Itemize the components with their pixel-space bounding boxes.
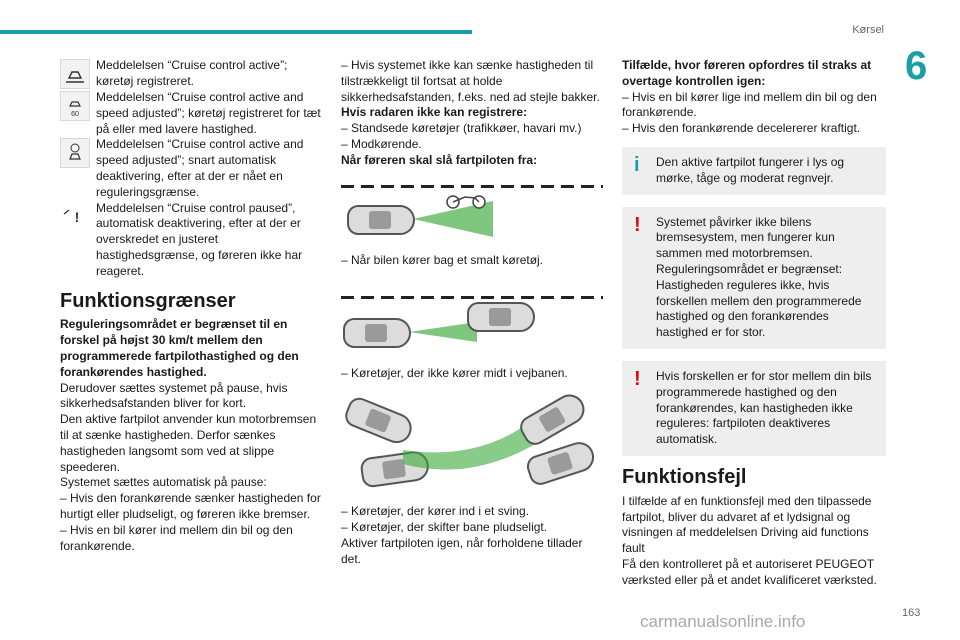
page-number: 163 [902, 607, 921, 619]
paragraph: – Hvis den forankørende decelererer kraf… [622, 121, 861, 136]
speed-adjusted-icon: 60 [60, 91, 90, 121]
radar-beam [413, 200, 493, 237]
vehicle-right-top-image [516, 389, 590, 450]
warning-icon: ! [634, 213, 641, 236]
message-speed-adjusted: 60 Meddelelsen “Cruise control active an… [60, 90, 322, 137]
header-accent-bar [0, 30, 472, 34]
illustration-narrow-vehicle [341, 181, 605, 243]
message-cruise-active: Meddelelsen “Cruise control active”; kør… [60, 58, 322, 90]
caption: – Køretøjer, der skifter bane pludseligt… [341, 519, 548, 534]
message-auto-deactivation-soon: Meddelelsen “Cruise control active and s… [60, 137, 322, 200]
paragraph: Derudover sættes systemet på pause, hvis… [60, 380, 288, 411]
bold-line: Når føreren skal slå fartpiloten fra: [341, 152, 538, 167]
svg-text:60: 60 [71, 111, 79, 118]
paragraph: – Hvis en bil kører ind mellem din bil o… [60, 522, 293, 553]
vehicle-ahead-image [467, 302, 535, 333]
paragraph: – Standsede køretøjer (trafikkøer, havar… [341, 121, 582, 136]
paused-warning-icon: ! [60, 201, 90, 232]
chapter-number: 6 [905, 44, 928, 88]
heading-funktionsfejl: Funktionsfejl [622, 465, 747, 488]
lane-marking [341, 184, 603, 188]
paragraph: – Hvis systemet ikke kan sænke hastighed… [341, 58, 600, 104]
paragraph: – Modkørende. [341, 136, 422, 151]
column-2: – Hvis systemet ikke kan sænke hastighed… [341, 58, 605, 567]
column-3: Tilfælde, hvor føreren opfordres til str… [622, 58, 886, 589]
paragraph: Den aktive fartpilot anvender kun motorb… [60, 412, 317, 474]
caption: – Køretøjer, der kører ind i et sving. [341, 504, 530, 519]
car-limit-icon [60, 138, 90, 169]
own-car-image [347, 204, 415, 235]
info-box: i Den aktive fartpilot fungerer i lys og… [622, 146, 886, 195]
heading-funktionsgraenser: Funktionsgrænser [60, 289, 236, 312]
caption: – Køretøjer, der ikke kører midt i vejba… [341, 366, 568, 381]
watermark: carmanualsonline.info [640, 612, 806, 631]
lane-marking [341, 296, 603, 300]
radar-beam [409, 322, 477, 343]
motorcycle-image [446, 194, 486, 209]
column-1: Meddelelsen “Cruise control active”; kør… [60, 58, 322, 554]
radar-beam-curve [403, 428, 539, 470]
caption: Aktiver fartpiloten igen, når forholdene… [341, 535, 583, 566]
illustration-off-center-vehicle [341, 292, 605, 356]
paragraph: I tilfælde af en funktionsfejl med den t… [622, 493, 872, 556]
paragraph: – Hvis den forankørende sænker hastighed… [60, 491, 321, 521]
svg-text:!: ! [75, 209, 80, 225]
warning-icon: ! [634, 367, 641, 390]
warning-box-brakes: ! Systemet påvirker ikke bilens bremsesy… [622, 206, 886, 349]
message-cruise-paused: ! Meddelelsen “Cruise control paused”, a… [60, 201, 322, 280]
bold-line: Tilfælde, hvor føreren opfordres til str… [622, 58, 872, 88]
illustration-curve-lane-change [341, 389, 605, 494]
car-ahead-icon [60, 59, 90, 89]
paragraph: – Hvis en bil kører lige ind mellem din … [622, 89, 877, 120]
info-icon: i [634, 153, 640, 176]
warning-box-speed-difference: ! Hvis forskellen er for stor mellem din… [622, 360, 886, 456]
paragraph: Systemet sættes automatisk på pause: [60, 475, 267, 490]
own-car-image [343, 318, 411, 349]
paragraph: Få den kontrolleret på et autoriseret PE… [622, 556, 877, 587]
limits-bold-paragraph: Reguleringsområdet er begrænset til en f… [60, 317, 299, 379]
section-title: Kørsel [852, 24, 884, 36]
caption: – Når bilen kører bag et smalt køretøj. [341, 252, 544, 267]
bold-line: Hvis radaren ikke kan registrere: [341, 105, 528, 120]
